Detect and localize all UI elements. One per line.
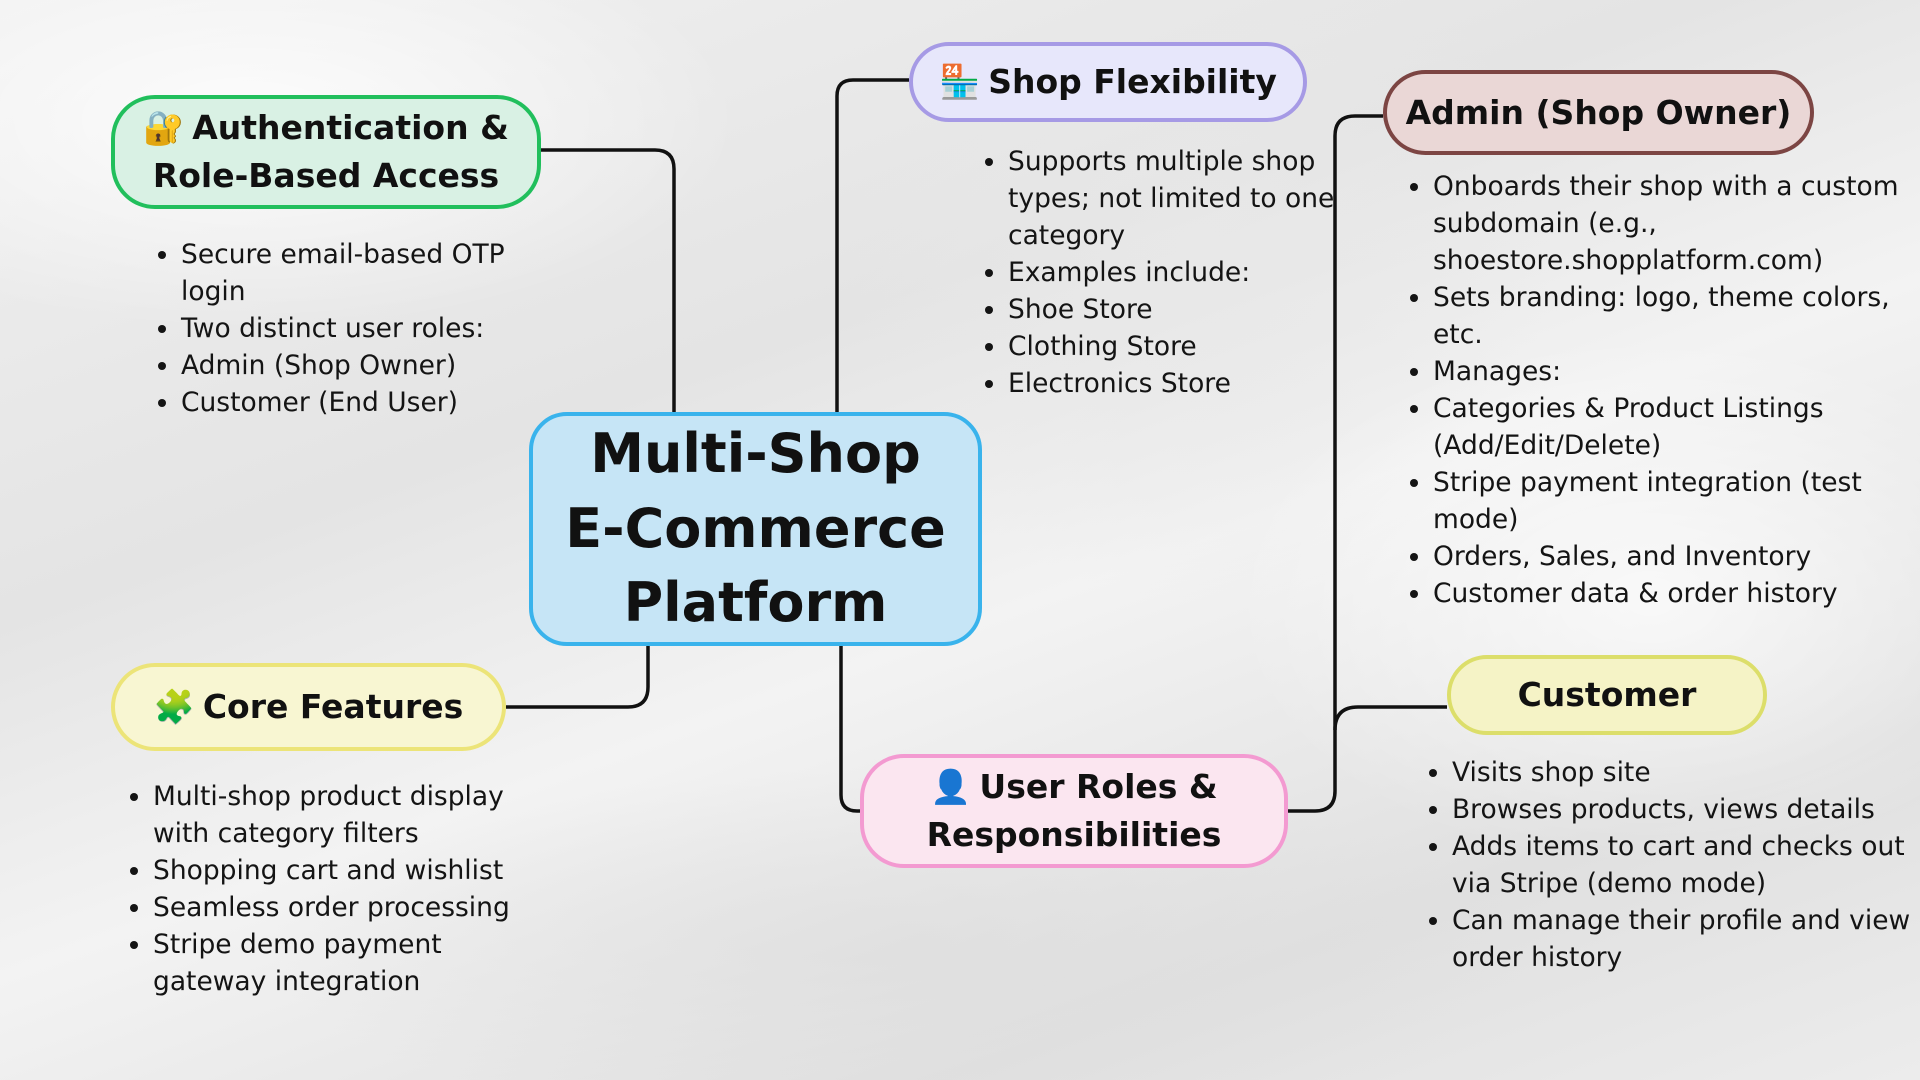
- list-item: Stripe payment integration (test mode): [1433, 464, 1903, 538]
- list-item: Categories & Product Listings (Add/Edit/…: [1433, 390, 1903, 464]
- admin-bullet-list: Onboards their shop with a custom subdom…: [1402, 168, 1903, 612]
- list-item: Orders, Sales, and Inventory: [1433, 538, 1903, 575]
- auth-title-line-2: Role-Based Access: [152, 156, 500, 195]
- list-item: Seamless order processing: [153, 889, 553, 926]
- list-item: Onboards their shop with a custom subdom…: [1433, 168, 1903, 279]
- shop-title: Shop Flexibility: [988, 62, 1277, 102]
- core-features-node: 🧩Core Features: [111, 663, 506, 751]
- admin-node: Admin (Shop Owner): [1383, 70, 1814, 155]
- customer-title: Customer: [1517, 675, 1697, 715]
- list-item: Adds items to cart and checks out via St…: [1452, 828, 1912, 902]
- admin-title: Admin (Shop Owner): [1405, 92, 1792, 132]
- list-item: Clothing Store: [1008, 328, 1368, 365]
- list-item: Browses products, views details: [1452, 791, 1912, 828]
- auth-branch-node: 🔐Authentication & Role-Based Access: [111, 95, 541, 209]
- list-item: Secure email-based OTP login: [181, 236, 561, 310]
- core-bullet-list: Multi-shop product display with category…: [122, 778, 553, 1000]
- list-item: Visits shop site: [1452, 754, 1912, 791]
- list-item: Electronics Store: [1008, 365, 1368, 402]
- user-silhouette-icon: 👤: [930, 767, 972, 807]
- shop-flexibility-node: 🏪Shop Flexibility: [909, 42, 1307, 122]
- connector-auth: [541, 148, 676, 412]
- central-title-line-1: Multi-Shop: [590, 422, 921, 486]
- core-title: Core Features: [202, 687, 464, 727]
- connector-core: [506, 646, 650, 709]
- puzzle-piece-icon: 🧩: [153, 687, 195, 727]
- shop-bullet-list: Supports multiple shop types; not limite…: [977, 143, 1368, 402]
- list-item: Can manage their profile and view order …: [1452, 902, 1912, 976]
- auth-title-line-1: Authentication &: [192, 108, 509, 148]
- roles-title-line-2: Responsibilities: [926, 815, 1222, 854]
- list-item: Customer data & order history: [1433, 575, 1903, 612]
- list-item: Manages:: [1433, 353, 1903, 390]
- list-item: Shopping cart and wishlist: [153, 852, 553, 889]
- connector-customer: [1333, 705, 1447, 731]
- list-item: Admin (Shop Owner): [181, 347, 561, 384]
- central-title-line-2: E-Commerce: [565, 496, 946, 560]
- list-item: Two distinct user roles:: [181, 310, 561, 347]
- lock-key-icon: 🔐: [143, 108, 185, 148]
- central-topic-node: Multi-Shop E-Commerce Platform: [529, 412, 982, 646]
- roles-title-line-1: User Roles &: [979, 767, 1218, 807]
- list-item: Customer (End User): [181, 384, 561, 421]
- user-roles-node: 👤User Roles & Responsibilities: [860, 754, 1288, 868]
- connector-shop: [835, 78, 909, 412]
- connector-admin: [1288, 114, 1383, 813]
- list-item: Supports multiple shop types; not limite…: [1008, 143, 1368, 254]
- list-item: Shoe Store: [1008, 291, 1368, 328]
- list-item: Multi-shop product display with category…: [153, 778, 553, 852]
- connector-roles: [839, 646, 860, 813]
- list-item: Sets branding: logo, theme colors, etc.: [1433, 279, 1903, 353]
- customer-bullet-list: Visits shop site Browses products, views…: [1421, 754, 1912, 976]
- central-title-line-3: Platform: [623, 571, 888, 635]
- auth-bullet-list: Secure email-based OTP login Two distinc…: [150, 236, 561, 421]
- customer-node: Customer: [1447, 655, 1767, 735]
- list-item: Examples include:: [1008, 254, 1368, 291]
- list-item: Stripe demo payment gateway integration: [153, 926, 553, 1000]
- convenience-store-icon: 🏪: [939, 62, 981, 102]
